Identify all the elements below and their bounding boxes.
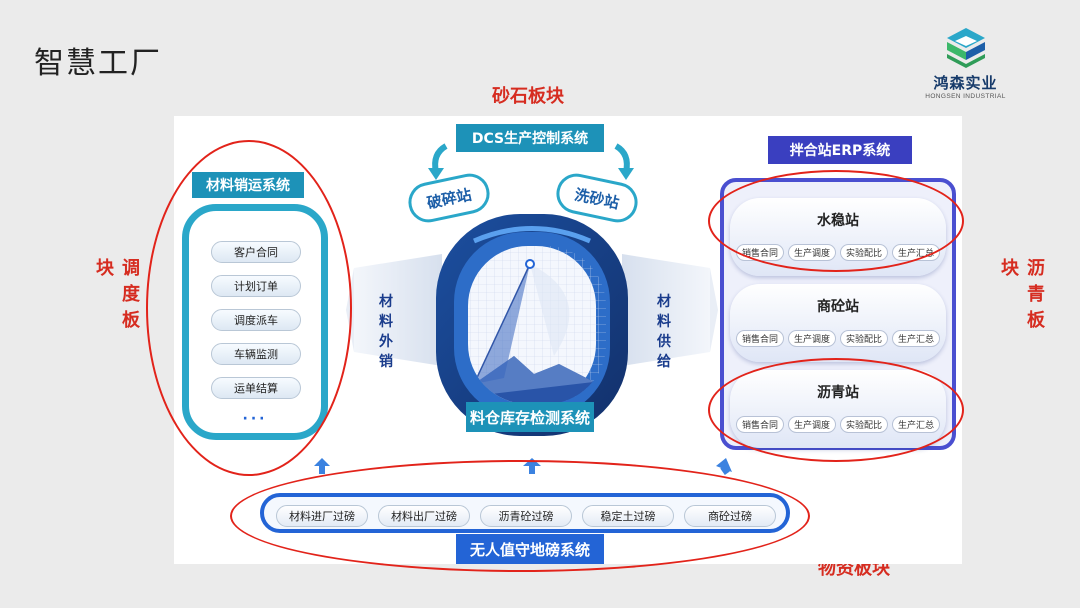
material-sales-title: 材料销运系统 xyxy=(192,172,304,198)
station-name: 沥青站 xyxy=(817,385,859,401)
station-card-asphalt: 沥青站 销售合同 生产调度 实验配比 生产汇总 xyxy=(730,370,946,448)
more-ellipsis: ··· xyxy=(242,411,268,427)
logo-subtitle: HONGSEN INDUSTRIAL xyxy=(925,93,1006,100)
weighing-title-tag: 无人值守地磅系统 xyxy=(456,534,604,564)
slide-title: 智慧工厂 xyxy=(34,46,162,81)
erp-title-tag: 拌合站ERP系统 xyxy=(768,136,912,164)
station-module: 生产调度 xyxy=(788,330,836,347)
station-module: 生产汇总 xyxy=(892,330,940,347)
material-sales-item: 计划订单 xyxy=(211,275,301,297)
station-card-water-stabilized: 水稳站 销售合同 生产调度 实验配比 生产汇总 xyxy=(730,198,946,276)
material-sales-item: 运单结算 xyxy=(211,377,301,399)
annotation-left: 调度板块 xyxy=(93,258,140,336)
station-name: 商砼站 xyxy=(817,299,859,315)
logo-mark-icon xyxy=(946,28,985,68)
material-sales-item: 调度派车 xyxy=(211,309,301,331)
station-module: 实验配比 xyxy=(840,416,888,433)
system-diagram: DCS生产控制系统 破碎站 洗砂站 料仓库存检测系统 材料外销 材料供给 材料销… xyxy=(174,116,962,564)
station-module: 实验配比 xyxy=(840,330,888,347)
material-sales-item: 车辆监测 xyxy=(211,343,301,365)
material-sales-item: 客户合同 xyxy=(211,241,301,263)
material-outbound-label: 材料外销 xyxy=(379,294,393,370)
station-module: 生产调度 xyxy=(788,416,836,433)
station-module: 销售合同 xyxy=(736,416,784,433)
erp-panel: 水稳站 销售合同 生产调度 实验配比 生产汇总 商砼站 销售合同 生产调度 实验… xyxy=(720,178,956,450)
diagram-graphics xyxy=(314,143,732,475)
material-supply-label: 材料供给 xyxy=(657,294,671,370)
logo-name: 鸿森实业 xyxy=(933,74,998,92)
station-module: 生产汇总 xyxy=(892,416,940,433)
station-card-concrete: 商砼站 销售合同 生产调度 实验配比 生产汇总 xyxy=(730,284,946,362)
weighing-item: 材料进厂过磅 xyxy=(276,505,368,527)
dcs-title-tag: DCS生产控制系统 xyxy=(456,124,604,152)
weighing-bar: 材料进厂过磅 材料出厂过磅 沥青砼过磅 稳定土过磅 商砼过磅 xyxy=(260,493,790,533)
inventory-system-tag: 料仓库存检测系统 xyxy=(466,402,594,432)
weighing-item: 稳定土过磅 xyxy=(582,505,674,527)
station-module: 实验配比 xyxy=(840,244,888,261)
station-module: 生产汇总 xyxy=(892,244,940,261)
annotation-right: 沥青板块 xyxy=(998,258,1045,336)
station-module: 生产调度 xyxy=(788,244,836,261)
station-module: 销售合同 xyxy=(736,330,784,347)
weighing-item: 商砼过磅 xyxy=(684,505,776,527)
station-name: 水稳站 xyxy=(817,213,859,229)
station-module: 销售合同 xyxy=(736,244,784,261)
weighing-item: 沥青砼过磅 xyxy=(480,505,572,527)
company-logo: 鸿森实业 HONGSEN INDUSTRIAL xyxy=(918,26,1013,106)
annotation-top: 砂石板块 xyxy=(492,86,564,107)
weighing-item: 材料出厂过磅 xyxy=(378,505,470,527)
material-sales-panel: 客户合同 计划订单 调度派车 车辆监测 运单结算 ··· xyxy=(182,204,328,440)
